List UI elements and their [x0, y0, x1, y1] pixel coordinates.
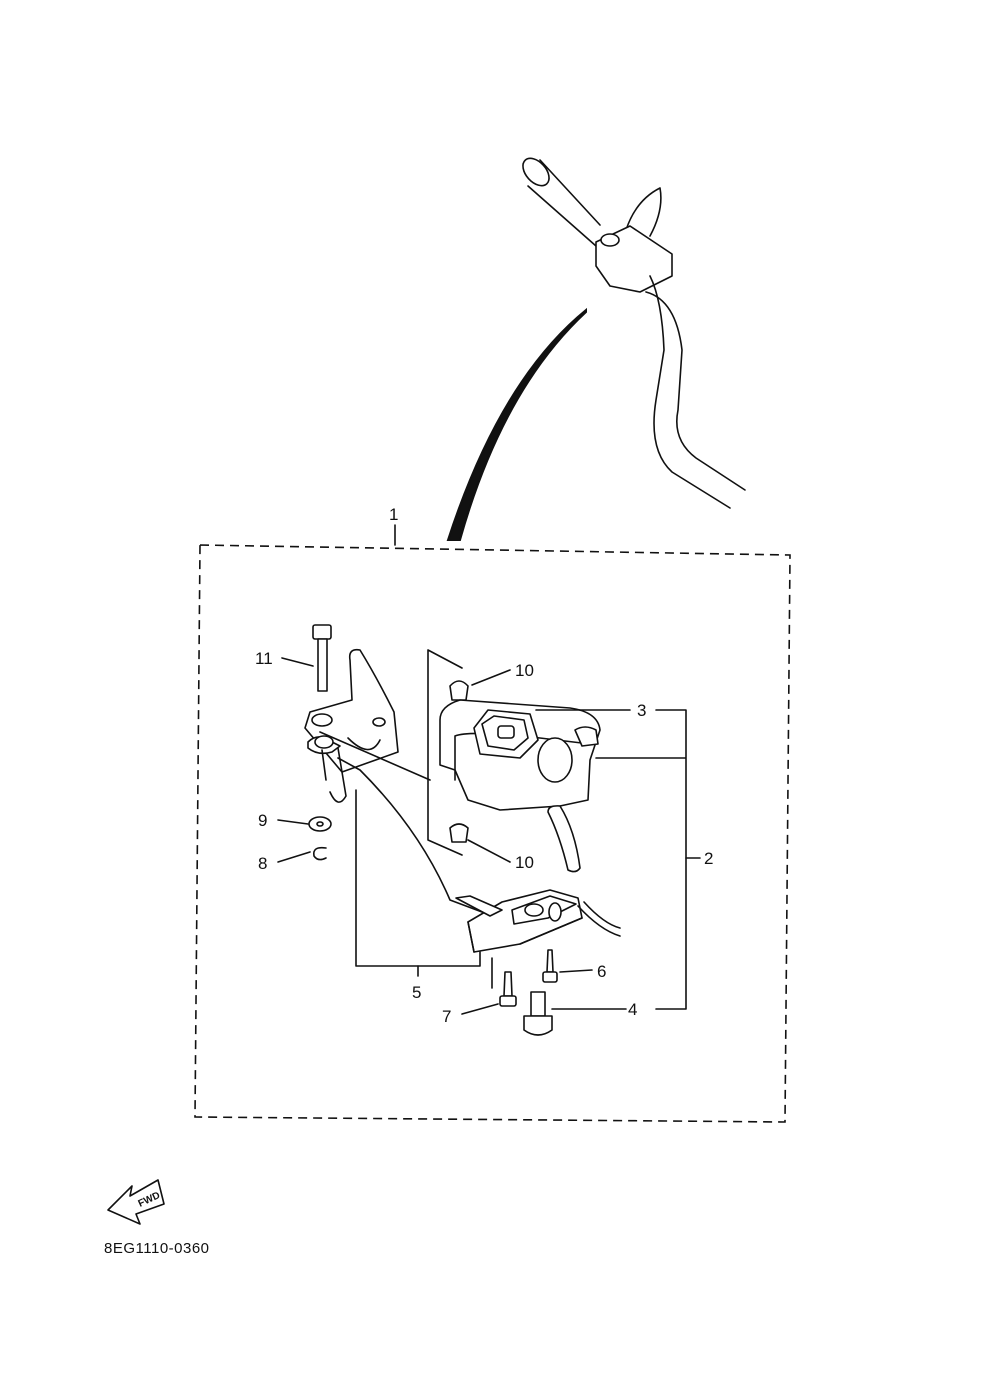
- switch-housing: [439, 699, 601, 873]
- assembly-boundary: [194, 544, 791, 1123]
- bolt-4: [523, 991, 553, 1036]
- callout-10-bottom: 10: [515, 853, 534, 872]
- handlebar: [522, 157, 746, 509]
- callout-7: 7: [442, 1007, 451, 1026]
- callout-3: 3: [637, 701, 646, 720]
- callout-8: 8: [258, 854, 267, 873]
- grommet-bottom: [449, 823, 469, 843]
- callout-2: 2: [704, 849, 713, 868]
- bolt: [312, 624, 332, 692]
- callout-6: 6: [597, 962, 606, 981]
- switch-base: [455, 889, 621, 953]
- e-clip: [312, 846, 327, 861]
- screw-6: [542, 949, 558, 983]
- callout-4: 4: [628, 1000, 637, 1019]
- control-cable: [446, 307, 587, 541]
- forward-arrow-icon: FWD: [107, 1179, 165, 1225]
- callout-9: 9: [258, 811, 267, 830]
- callout-11: 11: [255, 649, 273, 668]
- reference-code: 8EG1110-0360: [104, 1240, 210, 1257]
- callout-5: 5: [412, 983, 421, 1002]
- callout-1: 1: [389, 505, 398, 524]
- callout-10-top: 10: [515, 661, 534, 680]
- screw-7: [499, 971, 517, 1007]
